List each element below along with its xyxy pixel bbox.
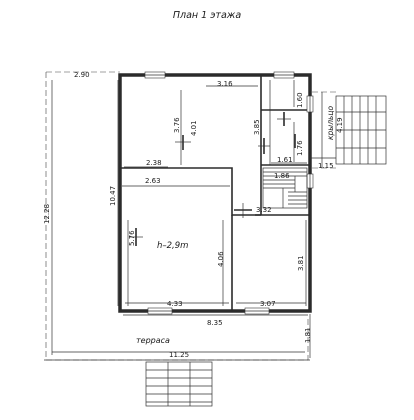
dim-3-81: 3.81 — [297, 255, 305, 271]
porch-label: крыльцо — [326, 105, 335, 140]
dim-10-47: 10.47 — [109, 186, 117, 206]
dim-2-63: 2.63 — [145, 177, 161, 185]
dim-1-86: 1.86 — [274, 172, 290, 180]
dim-3-85: 3.85 — [253, 119, 261, 135]
terrace-label: терраса — [136, 336, 170, 345]
dim-1-61: 1.61 — [277, 156, 293, 164]
dim-2-38: 2.38 — [146, 159, 162, 167]
dim-4-01: 4.01 — [190, 120, 198, 136]
dimension-lines — [51, 80, 336, 358]
dim-1-60: 1.60 — [296, 92, 304, 108]
dim-2-90: 2.90 — [74, 71, 90, 79]
porch-steps — [312, 91, 387, 169]
door-marks — [129, 112, 296, 246]
ceiling-height-label: h–2,9m — [157, 241, 188, 251]
dim-1-15: 1.15 — [318, 162, 334, 170]
plan-title: План 1 этажа — [173, 10, 241, 21]
dim-4-19: 4.19 — [336, 117, 344, 133]
dim-3-07: 3.07 — [260, 300, 276, 308]
dim-8-35: 8.35 — [207, 319, 223, 327]
dim-12-28: 12.28 — [43, 204, 51, 224]
terrace-outline — [44, 71, 310, 361]
exterior-walls — [118, 73, 312, 313]
dim-3-76: 3.76 — [173, 117, 181, 133]
dim-3-16: 3.16 — [217, 80, 233, 88]
dim-3-32: 3.32 — [256, 206, 272, 214]
windows — [144, 71, 314, 315]
terrace-steps — [145, 361, 213, 407]
dim-1-81: 1.81 — [304, 327, 312, 343]
dim-5-76: 5.76 — [128, 230, 136, 246]
dim-4-06: 4.06 — [217, 251, 225, 267]
dim-1-76: 1.76 — [296, 140, 304, 156]
dim-11-25: 11.25 — [169, 351, 189, 359]
interior-walls — [120, 75, 310, 311]
dim-4-33: 4.33 — [167, 300, 183, 308]
staircase — [262, 167, 308, 209]
